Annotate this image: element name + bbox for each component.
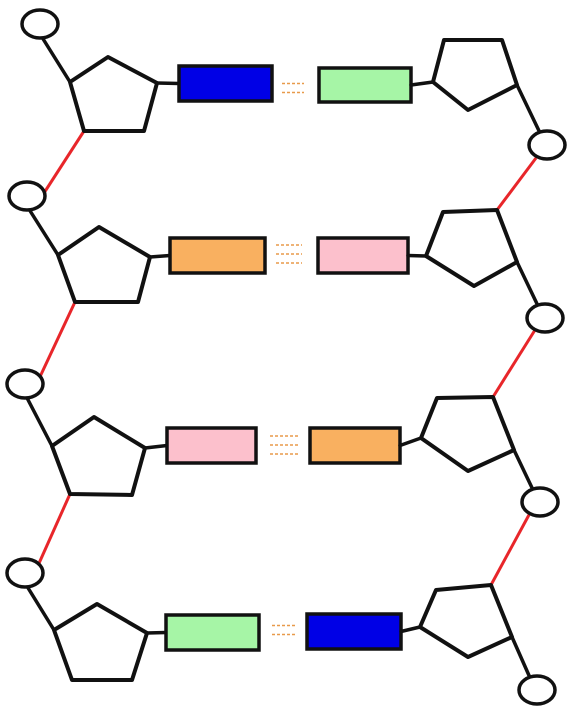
sugar-right-4 [418, 583, 514, 659]
phosphate-bond-left-1 [38, 32, 72, 84]
glycosidic-bond-left-3 [143, 443, 169, 450]
base-right-4 [305, 612, 403, 651]
phosphate-right-3 [520, 486, 560, 518]
base-left-1 [177, 64, 274, 103]
sugar-right-3 [419, 395, 516, 473]
backbone-link-right-3 [489, 512, 532, 586]
backbone-link-left-3 [34, 493, 72, 571]
base-left-4 [164, 613, 261, 652]
sugar-left-4 [52, 602, 149, 682]
base-left-2 [168, 236, 267, 275]
phosphate-bond-right-2 [515, 260, 541, 310]
phosphate-right-1 [527, 129, 567, 161]
base-right-2 [316, 236, 410, 275]
left-strand [5, 8, 274, 682]
phosphate-bond-right-4 [510, 635, 533, 682]
glycosidic-bond-right-4 [399, 625, 422, 634]
sugar-left-2 [56, 225, 152, 304]
backbone-link-right-2 [491, 329, 537, 398]
sugar-left-3 [50, 415, 147, 497]
right-strand [305, 38, 567, 706]
sugar-right-2 [424, 208, 519, 288]
phosphate-left-4 [5, 557, 45, 589]
sugar-left-1 [68, 55, 159, 133]
backbone-link-right-1 [495, 157, 538, 211]
sugar-right-1 [431, 38, 519, 112]
base-right-3 [308, 426, 402, 465]
phosphate-left-3 [5, 368, 45, 400]
phosphate-bond-left-3 [23, 392, 54, 448]
glycosidic-bond-left-2 [148, 253, 172, 259]
glycosidic-bond-left-1 [155, 81, 181, 86]
backbone-link-left-1 [42, 130, 86, 194]
phosphate-right-4 [517, 674, 557, 706]
base-left-3 [165, 426, 258, 465]
sugar-phosphate-backbones [34, 130, 538, 586]
phosphate-left-1 [20, 8, 60, 40]
phosphate-bond-left-2 [25, 204, 60, 257]
glycosidic-bond-right-1 [409, 80, 435, 87]
hydrogen-bonds [270, 82, 304, 636]
phosphate-left-2 [7, 180, 47, 212]
phosphate-right-2 [525, 302, 565, 334]
phosphate-bond-right-1 [515, 83, 543, 137]
glycosidic-bond-right-3 [398, 436, 423, 448]
phosphate-bond-right-3 [512, 448, 536, 494]
glycosidic-bond-left-4 [145, 630, 168, 635]
glycosidic-bond-right-2 [406, 253, 428, 258]
backbone-link-left-2 [36, 301, 77, 382]
base-right-1 [317, 66, 413, 104]
phosphate-bond-left-4 [23, 581, 56, 632]
